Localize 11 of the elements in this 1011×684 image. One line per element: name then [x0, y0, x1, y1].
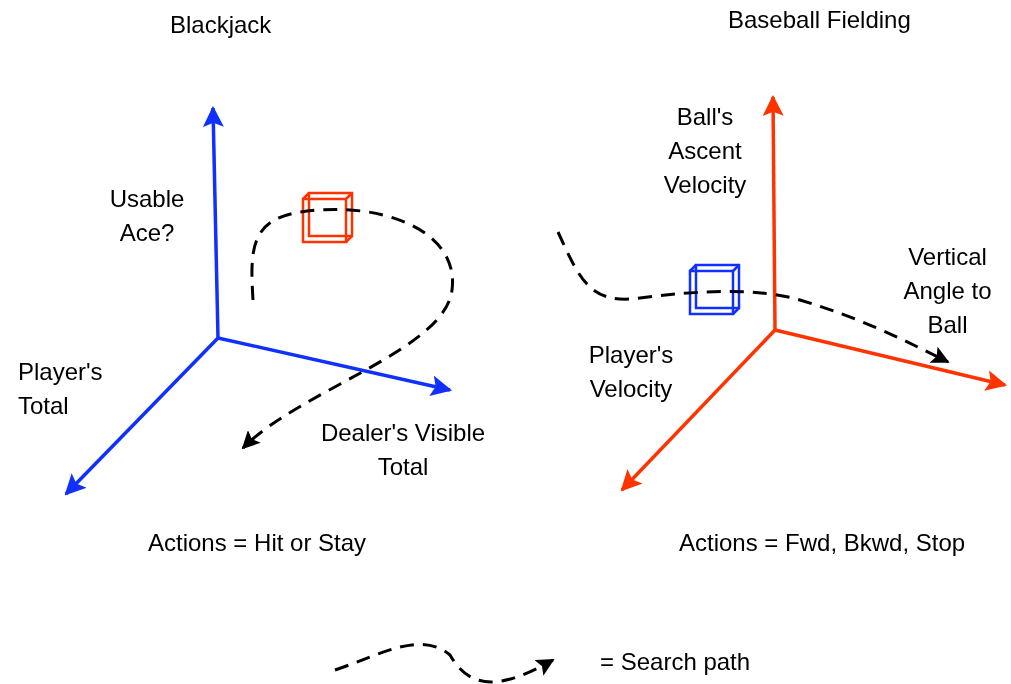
actions-note: Actions = Hit or Stay	[148, 528, 368, 558]
axis-label: Player's Total	[18, 357, 104, 421]
axis-label: Usable Ace?	[108, 184, 186, 248]
panel-title: Baseball Fielding	[728, 5, 912, 35]
axis-label: Ball's Ascent Velocity	[662, 102, 748, 200]
axis-label: Player's Velocity	[587, 340, 675, 404]
panel-title: Blackjack	[170, 10, 273, 40]
axis-label: Dealer's Visible Total	[319, 418, 487, 482]
legend-text: = Search path	[600, 647, 751, 677]
axis-label: Vertical Angle to Ball	[902, 242, 993, 340]
actions-note: Actions = Fwd, Bkwd, Stop	[679, 528, 967, 558]
